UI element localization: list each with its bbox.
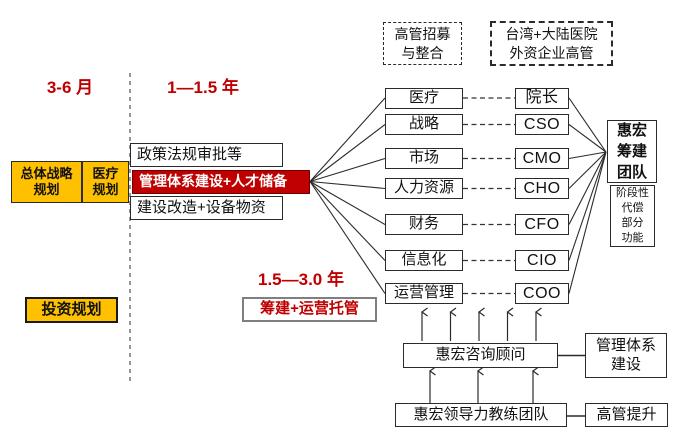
exec-improvement-tag-box: 高管提升 [585,403,668,427]
prep-team-note-box: 阶段性 代偿 部分 功能 [610,185,655,247]
recruit-integration-box: 高管招募 与整合 [383,22,462,65]
prep-team-box: 惠宏 筹建 团队 [607,120,657,183]
role-box-coo: COO [515,283,569,304]
dept-box-hr: 人力资源 [385,178,463,199]
dept-box-medical: 医疗 [385,87,463,109]
overall-strategy-planning-box: 总体战略 规划 [11,161,82,203]
dept-box-it: 信息化 [385,250,463,271]
role-box-president: 院长 [515,87,569,109]
role-box-cfo: CFO [515,214,569,235]
fan-right-lines [568,97,607,294]
task-management-system-box: 管理体系建设+人才储备 [132,169,310,194]
role-box-cmo: CMO [515,148,569,169]
fan-left-lines [309,97,386,294]
management-system-tag-box: 管理体系 建设 [585,333,667,378]
dept-box-operations: 运营管理 [385,283,463,304]
dept-box-strategy: 战略 [385,114,463,135]
dept-role-dashed-connectors [463,97,515,295]
phase2-label: 1—1.5 年 [167,78,239,97]
dept-box-finance: 财务 [385,214,463,235]
phase3-label: 1.5—3.0 年 [258,270,344,289]
role-box-cio: CIO [515,250,569,271]
task-approval-box: 政策法规审批等 [130,143,283,167]
phase1-label: 3-6 月 [46,78,94,97]
trusteeship-box: 筹建+运营托管 [242,297,377,322]
investment-planning-box: 投资规划 [25,297,118,323]
coach-team-box: 惠宏领导力教练团队 [395,403,567,427]
task-construction-box: 建设改造+设备物资 [130,196,283,220]
consultant-up-arrows [420,307,542,341]
consultant-box: 惠宏咨询顾问 [403,343,558,368]
coach-up-arrows [428,366,539,403]
tag-connectors [558,354,585,417]
talent-source-box: 台湾+大陆医院 外资企业高管 [490,21,613,66]
role-box-cho: CHO [515,178,569,199]
dept-box-market: 市场 [385,148,463,169]
medical-planning-box: 医疗 规划 [82,161,129,203]
role-box-cso: CSO [515,114,569,135]
